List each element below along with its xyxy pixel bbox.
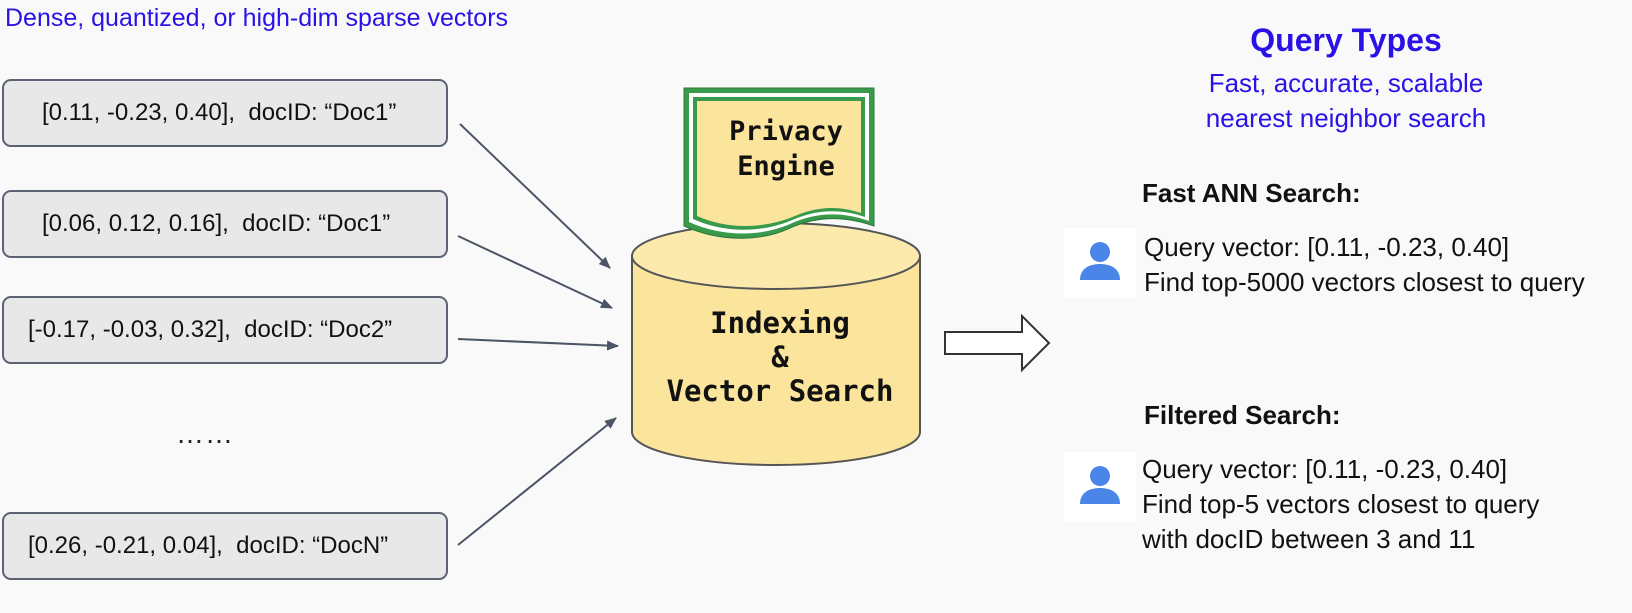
subtitle-line-2: nearest neighbor search [1205, 103, 1487, 133]
database-label: Indexing & Vector Search [640, 306, 920, 408]
arrow-3 [457, 338, 619, 351]
vector-box-n: [0.26, -0.21, 0.04], docID: “DocN” [2, 512, 448, 580]
avatar [1064, 228, 1136, 298]
privacy-engine-document [683, 87, 875, 239]
query-types-title: Query Types [1250, 22, 1442, 58]
database-line-3: Vector Search [666, 374, 894, 408]
query-line-2: Find top-5 vectors closest to query [1142, 489, 1540, 519]
arrow-right-icon [944, 313, 1051, 373]
privacy-engine-label: Privacy Engine [706, 114, 866, 184]
query-types-subtitle: Fast, accurate, scalable nearest neighbo… [1106, 66, 1586, 136]
privacy-line-2: Engine [737, 151, 835, 182]
subtitle-line-1: Fast, accurate, scalable [1208, 68, 1484, 98]
database-line-1: Indexing [710, 306, 850, 340]
vector-text: [0.26, -0.21, 0.04], docID: “DocN” [28, 532, 389, 559]
fast-ann-query: Query vector: [0.11, -0.23, 0.40] Find t… [1144, 230, 1585, 300]
vector-text: [0.06, 0.12, 0.16], docID: “Doc1” [42, 210, 391, 237]
filtered-query: Query vector: [0.11, -0.23, 0.40] Find t… [1142, 452, 1539, 557]
avatar [1064, 452, 1136, 522]
query-line-1: Query vector: [0.11, -0.23, 0.40] [1144, 232, 1510, 262]
ellipsis: …… [176, 418, 234, 449]
vector-box-1: [0.11, -0.23, 0.40], docID: “Doc1” [2, 79, 448, 147]
arrow-2 [457, 235, 613, 309]
vector-box-2: [0.06, 0.12, 0.16], docID: “Doc1” [2, 190, 448, 258]
user-icon [1080, 242, 1120, 280]
vector-text: [-0.17, -0.03, 0.32], docID: “Doc2” [28, 316, 393, 343]
query-line-3: with docID between 3 and 11 [1142, 524, 1476, 554]
vector-text: [0.11, -0.23, 0.40], docID: “Doc1” [42, 99, 397, 126]
database-cylinder [631, 222, 921, 466]
privacy-line-1: Privacy [729, 116, 843, 147]
fast-ann-heading: Fast ANN Search: [1142, 178, 1361, 208]
vector-box-3: [-0.17, -0.03, 0.32], docID: “Doc2” [2, 296, 448, 364]
query-line-2: Find top-5000 vectors closest to query [1144, 267, 1585, 297]
filtered-heading: Filtered Search: [1144, 400, 1341, 430]
vectors-caption: Dense, quantized, or high-dim sparse vec… [5, 4, 509, 32]
query-line-1: Query vector: [0.11, -0.23, 0.40] [1142, 454, 1508, 484]
arrow-1 [459, 123, 611, 269]
database-line-2: & [771, 340, 789, 374]
user-icon [1080, 466, 1120, 504]
arrow-4 [457, 417, 617, 546]
